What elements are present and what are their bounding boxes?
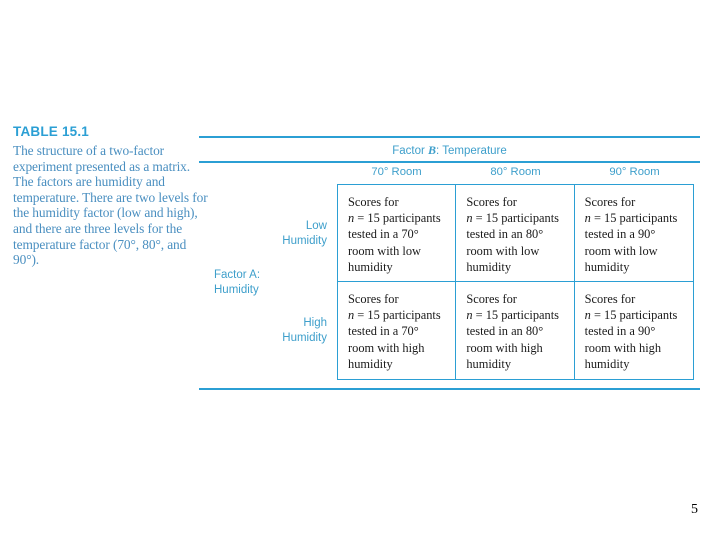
cell-high-70-line2-rest: = 15 participants bbox=[354, 308, 441, 323]
table-caption-block: TABLE 15.1 The structure of a two-factor… bbox=[13, 124, 209, 268]
n-variable: n bbox=[348, 308, 355, 323]
page-number: 5 bbox=[691, 502, 698, 517]
cell-low-70: Scores for n = 15 participants tested in… bbox=[338, 185, 457, 282]
cell-low-70-line4: room with low bbox=[348, 243, 421, 258]
cell-high-90-line3: tested in a 90° bbox=[584, 324, 656, 339]
cell-low-90: Scores for n = 15 participants tested in… bbox=[574, 185, 693, 282]
cell-low-90-line2: n = 15 participants bbox=[585, 210, 693, 226]
cell-high-90-line2-rest: = 15 participants bbox=[590, 308, 678, 323]
cell-high-70: Scores for n = 15 participants tested in… bbox=[338, 282, 457, 379]
cell-low-80-line2-rest: = 15 participants bbox=[472, 211, 560, 226]
row-header-low-line1: Low bbox=[305, 220, 327, 232]
cell-low-90-line4: room with low bbox=[584, 243, 658, 258]
factor-a-line1: Factor A: bbox=[214, 269, 261, 281]
table-caption-text: The structure of a two-factor experiment… bbox=[13, 143, 208, 268]
column-header-70: 70° Room bbox=[371, 165, 422, 178]
table-top-rule bbox=[199, 136, 700, 138]
cell-low-70-line3: tested in a 70° bbox=[348, 227, 419, 242]
cell-low-70-line1: Scores for bbox=[348, 195, 399, 209]
cell-low-70-line2: n = 15 participants bbox=[348, 210, 455, 226]
two-factor-matrix: Scores for n = 15 participants tested in… bbox=[337, 184, 694, 380]
cell-high-70-line5: humidity bbox=[348, 356, 393, 371]
cell-low-80-line4: room with low bbox=[466, 243, 540, 258]
column-header-strip: 70° Room 80° Room 90° Room bbox=[199, 163, 700, 182]
cell-low-80-line2: n = 15 participants bbox=[466, 210, 573, 226]
cell-low-90-line1: Scores for bbox=[584, 195, 636, 209]
cell-high-90: Scores for n = 15 participants tested in… bbox=[575, 282, 693, 379]
factor-b-suffix: : Temperature bbox=[436, 145, 507, 157]
table-header-region: Factor B: Temperature 70° Room 80° Room … bbox=[199, 136, 700, 182]
cell-high-90-line4: room with high bbox=[584, 340, 662, 355]
cell-high-70-line3: tested in a 70° bbox=[348, 324, 419, 339]
n-variable: n bbox=[348, 211, 355, 226]
column-header-90: 90° Room bbox=[609, 165, 660, 178]
cell-high-90-line1: Scores for bbox=[584, 292, 636, 306]
n-variable: n bbox=[466, 308, 473, 323]
cell-low-90-line5: humidity bbox=[584, 259, 630, 274]
table-number-label: TABLE 15.1 bbox=[13, 124, 90, 139]
cell-high-70-line1: Scores for bbox=[348, 292, 399, 306]
n-variable: n bbox=[466, 211, 473, 226]
column-header-80: 80° Room bbox=[490, 165, 541, 178]
table-bottom-rule bbox=[199, 388, 700, 390]
cell-high-80-line5: humidity bbox=[466, 356, 512, 371]
factor-b-band: Factor B: Temperature bbox=[199, 138, 700, 161]
row-header-high-humidity: High Humidity bbox=[207, 316, 327, 345]
cell-high-80-line3: tested in an 80° bbox=[466, 324, 544, 339]
factor-b-prefix: Factor bbox=[392, 145, 429, 157]
cell-low-70-line5: humidity bbox=[348, 259, 393, 274]
factor-b-variable: B bbox=[428, 143, 437, 157]
cell-low-70-line2-rest: = 15 participants bbox=[354, 211, 441, 226]
cell-high-90-line5: humidity bbox=[584, 356, 630, 371]
table-second-rule bbox=[199, 161, 700, 163]
cell-high-80-line2: n = 15 participants bbox=[466, 307, 573, 323]
row-header-low-humidity: Low Humidity bbox=[207, 219, 327, 248]
factor-a-line2: Humidity bbox=[214, 283, 259, 296]
cell-low-80-line1: Scores for bbox=[466, 195, 517, 209]
cell-low-80-line5: humidity bbox=[466, 259, 512, 274]
factor-b-label: Factor B: Temperature bbox=[392, 143, 507, 157]
cell-high-80-line2-rest: = 15 participants bbox=[472, 308, 560, 323]
cell-high-70-line2: n = 15 participants bbox=[348, 307, 455, 323]
row-header-high-line1: High bbox=[303, 317, 327, 329]
cell-high-70-line4: room with high bbox=[348, 340, 425, 355]
cell-low-80-line3: tested in an 80° bbox=[466, 227, 544, 242]
cell-high-80-line4: room with high bbox=[466, 340, 543, 355]
n-variable: n bbox=[584, 308, 591, 323]
row-header-high-line2: Humidity bbox=[282, 331, 327, 344]
cell-low-90-line3: tested in a 90° bbox=[584, 227, 656, 242]
factor-a-label: Factor A: Humidity bbox=[214, 268, 260, 297]
row-header-low-line2: Humidity bbox=[282, 234, 327, 247]
cell-low-80: Scores for n = 15 participants tested in… bbox=[456, 185, 575, 282]
cell-high-80-line1: Scores for bbox=[466, 292, 517, 306]
n-variable: n bbox=[584, 211, 591, 226]
cell-high-80: Scores for n = 15 participants tested in… bbox=[456, 282, 575, 379]
cell-high-90-line2: n = 15 participants bbox=[585, 307, 693, 323]
cell-low-90-line2-rest: = 15 participants bbox=[590, 211, 678, 226]
